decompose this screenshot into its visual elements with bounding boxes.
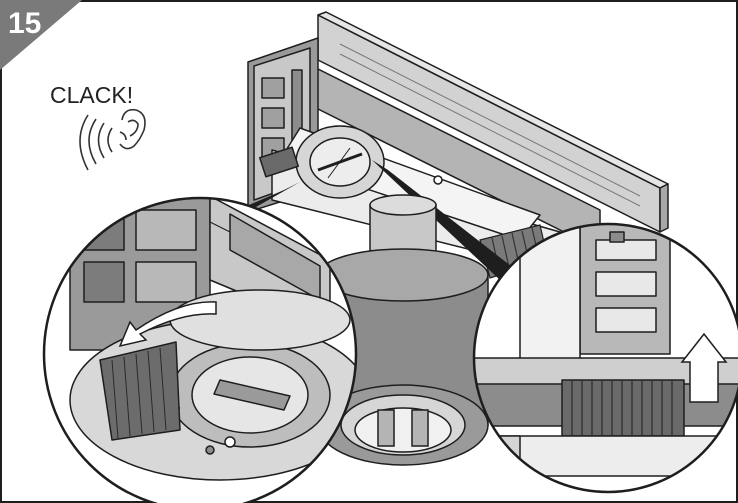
sound-cue: CLACK! bbox=[50, 82, 146, 171]
up-arrow bbox=[680, 332, 728, 403]
ear-icon bbox=[119, 108, 146, 150]
sound-wave-icon bbox=[79, 114, 113, 171]
step-badge: 15 bbox=[0, 0, 82, 70]
right-zoom-detail bbox=[472, 222, 738, 494]
clack-label: CLACK! bbox=[50, 82, 133, 108]
left-zoom-detail bbox=[42, 196, 358, 503]
curved-rotate-arrow bbox=[118, 301, 217, 348]
step-number: 15 bbox=[8, 7, 41, 40]
